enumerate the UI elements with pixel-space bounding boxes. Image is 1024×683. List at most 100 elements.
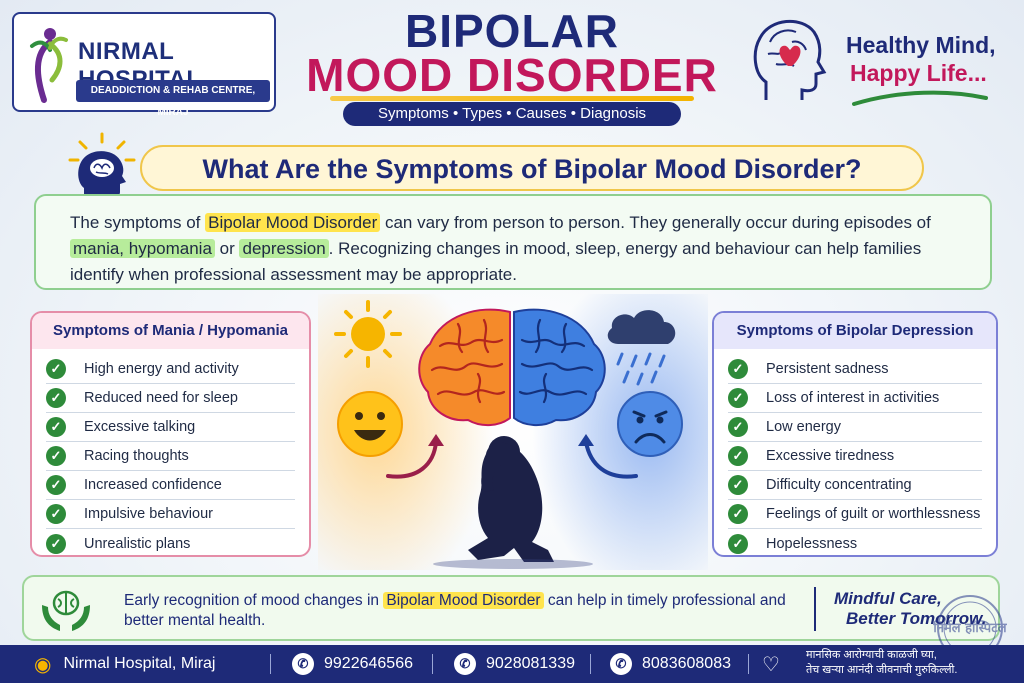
footer-divider xyxy=(432,654,433,674)
check-icon: ✓ xyxy=(46,504,66,524)
symptom-label: Persistent sadness xyxy=(766,361,889,377)
rain-cloud-icon xyxy=(607,310,676,386)
footer-phone-2[interactable]: ✆ 9028081339 xyxy=(454,645,575,683)
question-text-highlight: Bipolar xyxy=(554,154,648,184)
early-recognition-text: Early recognition of mood changes in Bip… xyxy=(124,591,804,631)
question-banner: What Are the Symptoms of Bipolar Mood Di… xyxy=(140,145,924,191)
intro-highlight-disorder: Bipolar Mood Disorder xyxy=(205,213,381,232)
intro-text: The symptoms of xyxy=(70,213,206,232)
check-icon: ✓ xyxy=(46,475,66,495)
list-item: ✓ Persistent sadness xyxy=(728,355,982,384)
wellness-figure-icon xyxy=(30,28,68,103)
note-highlight: Bipolar Mood Disorder xyxy=(383,592,544,609)
swoosh-decoration xyxy=(852,90,988,106)
depression-panel-heading: Symptoms of Bipolar Depression xyxy=(714,313,996,349)
check-icon: ✓ xyxy=(728,504,748,524)
list-item: ✓ Reduced need for sleep xyxy=(46,384,295,413)
list-item: ✓ Feelings of guilt or worthlessness xyxy=(728,500,982,529)
footer-divider xyxy=(748,654,749,674)
symptom-label: Difficulty concentrating xyxy=(766,477,912,493)
title-line-1: BIPOLAR xyxy=(405,5,619,57)
footer-location: ◉ Nirmal Hospital, Miraj xyxy=(34,645,215,683)
bipolar-illustration xyxy=(318,294,708,570)
check-icon: ✓ xyxy=(728,359,748,379)
list-item: ✓ Increased confidence xyxy=(46,471,295,500)
list-item: ✓ High energy and activity xyxy=(46,355,295,384)
brain-hands-icon xyxy=(42,590,90,631)
question-heading: What Are the Symptoms of Bipolar Mood Di… xyxy=(142,154,922,185)
heart-hands-icon: ♡ xyxy=(762,653,780,676)
phone-icon: ✆ xyxy=(610,653,632,675)
hospital-logo: NIRMAL HOSPITAL DEADDICTION & REHAB CENT… xyxy=(12,12,276,118)
happy-face-icon xyxy=(337,391,403,457)
footer-phone-3[interactable]: ✆ 8083608083 xyxy=(610,645,731,683)
footer-care-icon: ♡ xyxy=(762,645,780,683)
question-text-post: Mood Disorder? xyxy=(647,154,862,184)
question-text-pre: What Are the Symptoms of xyxy=(202,154,554,184)
brain-head-bulb-icon xyxy=(68,132,136,200)
check-icon: ✓ xyxy=(46,388,66,408)
arrow-to-mania xyxy=(386,440,438,479)
phone-number[interactable]: 8083608083 xyxy=(642,655,731,672)
list-item: ✓ Excessive talking xyxy=(46,413,295,442)
check-icon: ✓ xyxy=(46,417,66,437)
slogan-line-2: Better Tomorrow. xyxy=(846,609,987,628)
symptom-label: Feelings of guilt or worthlessness xyxy=(766,506,981,522)
mania-symptom-list: ✓ High energy and activity ✓ Reduced need … xyxy=(46,355,295,558)
check-icon: ✓ xyxy=(46,446,66,466)
symptom-label: Racing thoughts xyxy=(84,448,189,464)
symptom-label: Excessive tiredness xyxy=(766,448,895,464)
symptom-label: Reduced need for sleep xyxy=(84,390,238,406)
list-item: ✓ Unrealistic plans xyxy=(46,529,295,558)
intro-text: . Recognizing changes in mood, sleep, en… xyxy=(70,239,922,284)
symptom-label: Excessive talking xyxy=(84,419,196,435)
check-icon: ✓ xyxy=(728,533,748,554)
tagline-1: Healthy Mind, xyxy=(846,32,996,58)
slogan-line-1: Mindful Care, xyxy=(834,589,942,608)
intro-highlight-mania: mania, hypomania xyxy=(70,239,215,258)
early-recognition-banner: Early recognition of mood changes in Bip… xyxy=(22,575,1000,641)
symptom-label: Low energy xyxy=(766,419,841,435)
topics-banner: Symptoms • Types • Causes • Diagnosis xyxy=(343,102,681,126)
check-icon: ✓ xyxy=(728,446,748,466)
list-item: ✓Hopelessness xyxy=(728,529,982,558)
phone-number[interactable]: 9922646566 xyxy=(324,655,413,672)
mania-panel-heading: Symptoms of Mania / Hypomania xyxy=(32,313,309,349)
symptom-label: Loss of interest in activities xyxy=(766,390,940,406)
depression-symptom-list: ✓ Persistent sadness ✓ Loss of interest in… xyxy=(728,355,982,558)
sitting-person-silhouette xyxy=(433,436,593,569)
check-icon: ✓ xyxy=(728,417,748,437)
phone-icon: ✆ xyxy=(454,653,476,675)
intro-text: can vary from person to person. They gen… xyxy=(380,213,931,232)
contact-footer: ◉ Nirmal Hospital, Miraj ✆ 9922646566 ✆ … xyxy=(0,645,1024,683)
check-icon: ✓ xyxy=(46,533,66,554)
symptom-label: High energy and activity xyxy=(84,361,239,377)
hospital-subtitle: DEADDICTION & REHAB CENTRE, MIRAJ xyxy=(76,80,270,118)
phone-icon: ✆ xyxy=(292,653,314,675)
footer-divider xyxy=(270,654,271,674)
marathi-slogan: मानसिक आरोग्याची काळजी घ्या, तेच खऱ्या आ… xyxy=(806,648,957,678)
title-line-2: MOOD DISORDER xyxy=(306,49,718,101)
symptom-label: Increased confidence xyxy=(84,477,222,493)
mania-symptoms-panel: Symptoms of Mania / Hypomania ✓ High ener… xyxy=(30,311,311,557)
check-icon: ✓ xyxy=(46,359,66,379)
symptom-label: Unrealistic plans xyxy=(84,535,191,552)
footer-phone-1[interactable]: ✆ 9922646566 xyxy=(292,645,413,683)
hospital-watermark-stamp: निर्मल हॉस्पिटल xyxy=(932,595,1008,661)
intro-paragraph: The symptoms of Bipolar Mood Disorder ca… xyxy=(34,194,992,290)
list-item: ✓ Low energy xyxy=(728,413,982,442)
head-heart-icon xyxy=(753,19,827,100)
footer-divider xyxy=(590,654,591,674)
phone-number[interactable]: 9028081339 xyxy=(486,655,575,672)
location-text: Nirmal Hospital, Miraj xyxy=(63,655,216,672)
note-text: can help in timely professional and bett… xyxy=(124,592,786,629)
list-item: ✓ Difficulty concentrating xyxy=(728,471,982,500)
note-text: Early recognition of mood changes in xyxy=(124,592,384,609)
check-icon: ✓ xyxy=(728,475,748,495)
depression-symptoms-panel: Symptoms of Bipolar Depression ✓ Persiste… xyxy=(712,311,998,557)
hospital-name: NIRMAL HOSPITAL xyxy=(78,38,201,93)
list-item: ✓Impulsive behaviour xyxy=(46,500,295,529)
check-icon: ✓ xyxy=(728,388,748,408)
list-item: ✓ Racing thoughts xyxy=(46,442,295,471)
intro-text: or xyxy=(214,239,240,258)
